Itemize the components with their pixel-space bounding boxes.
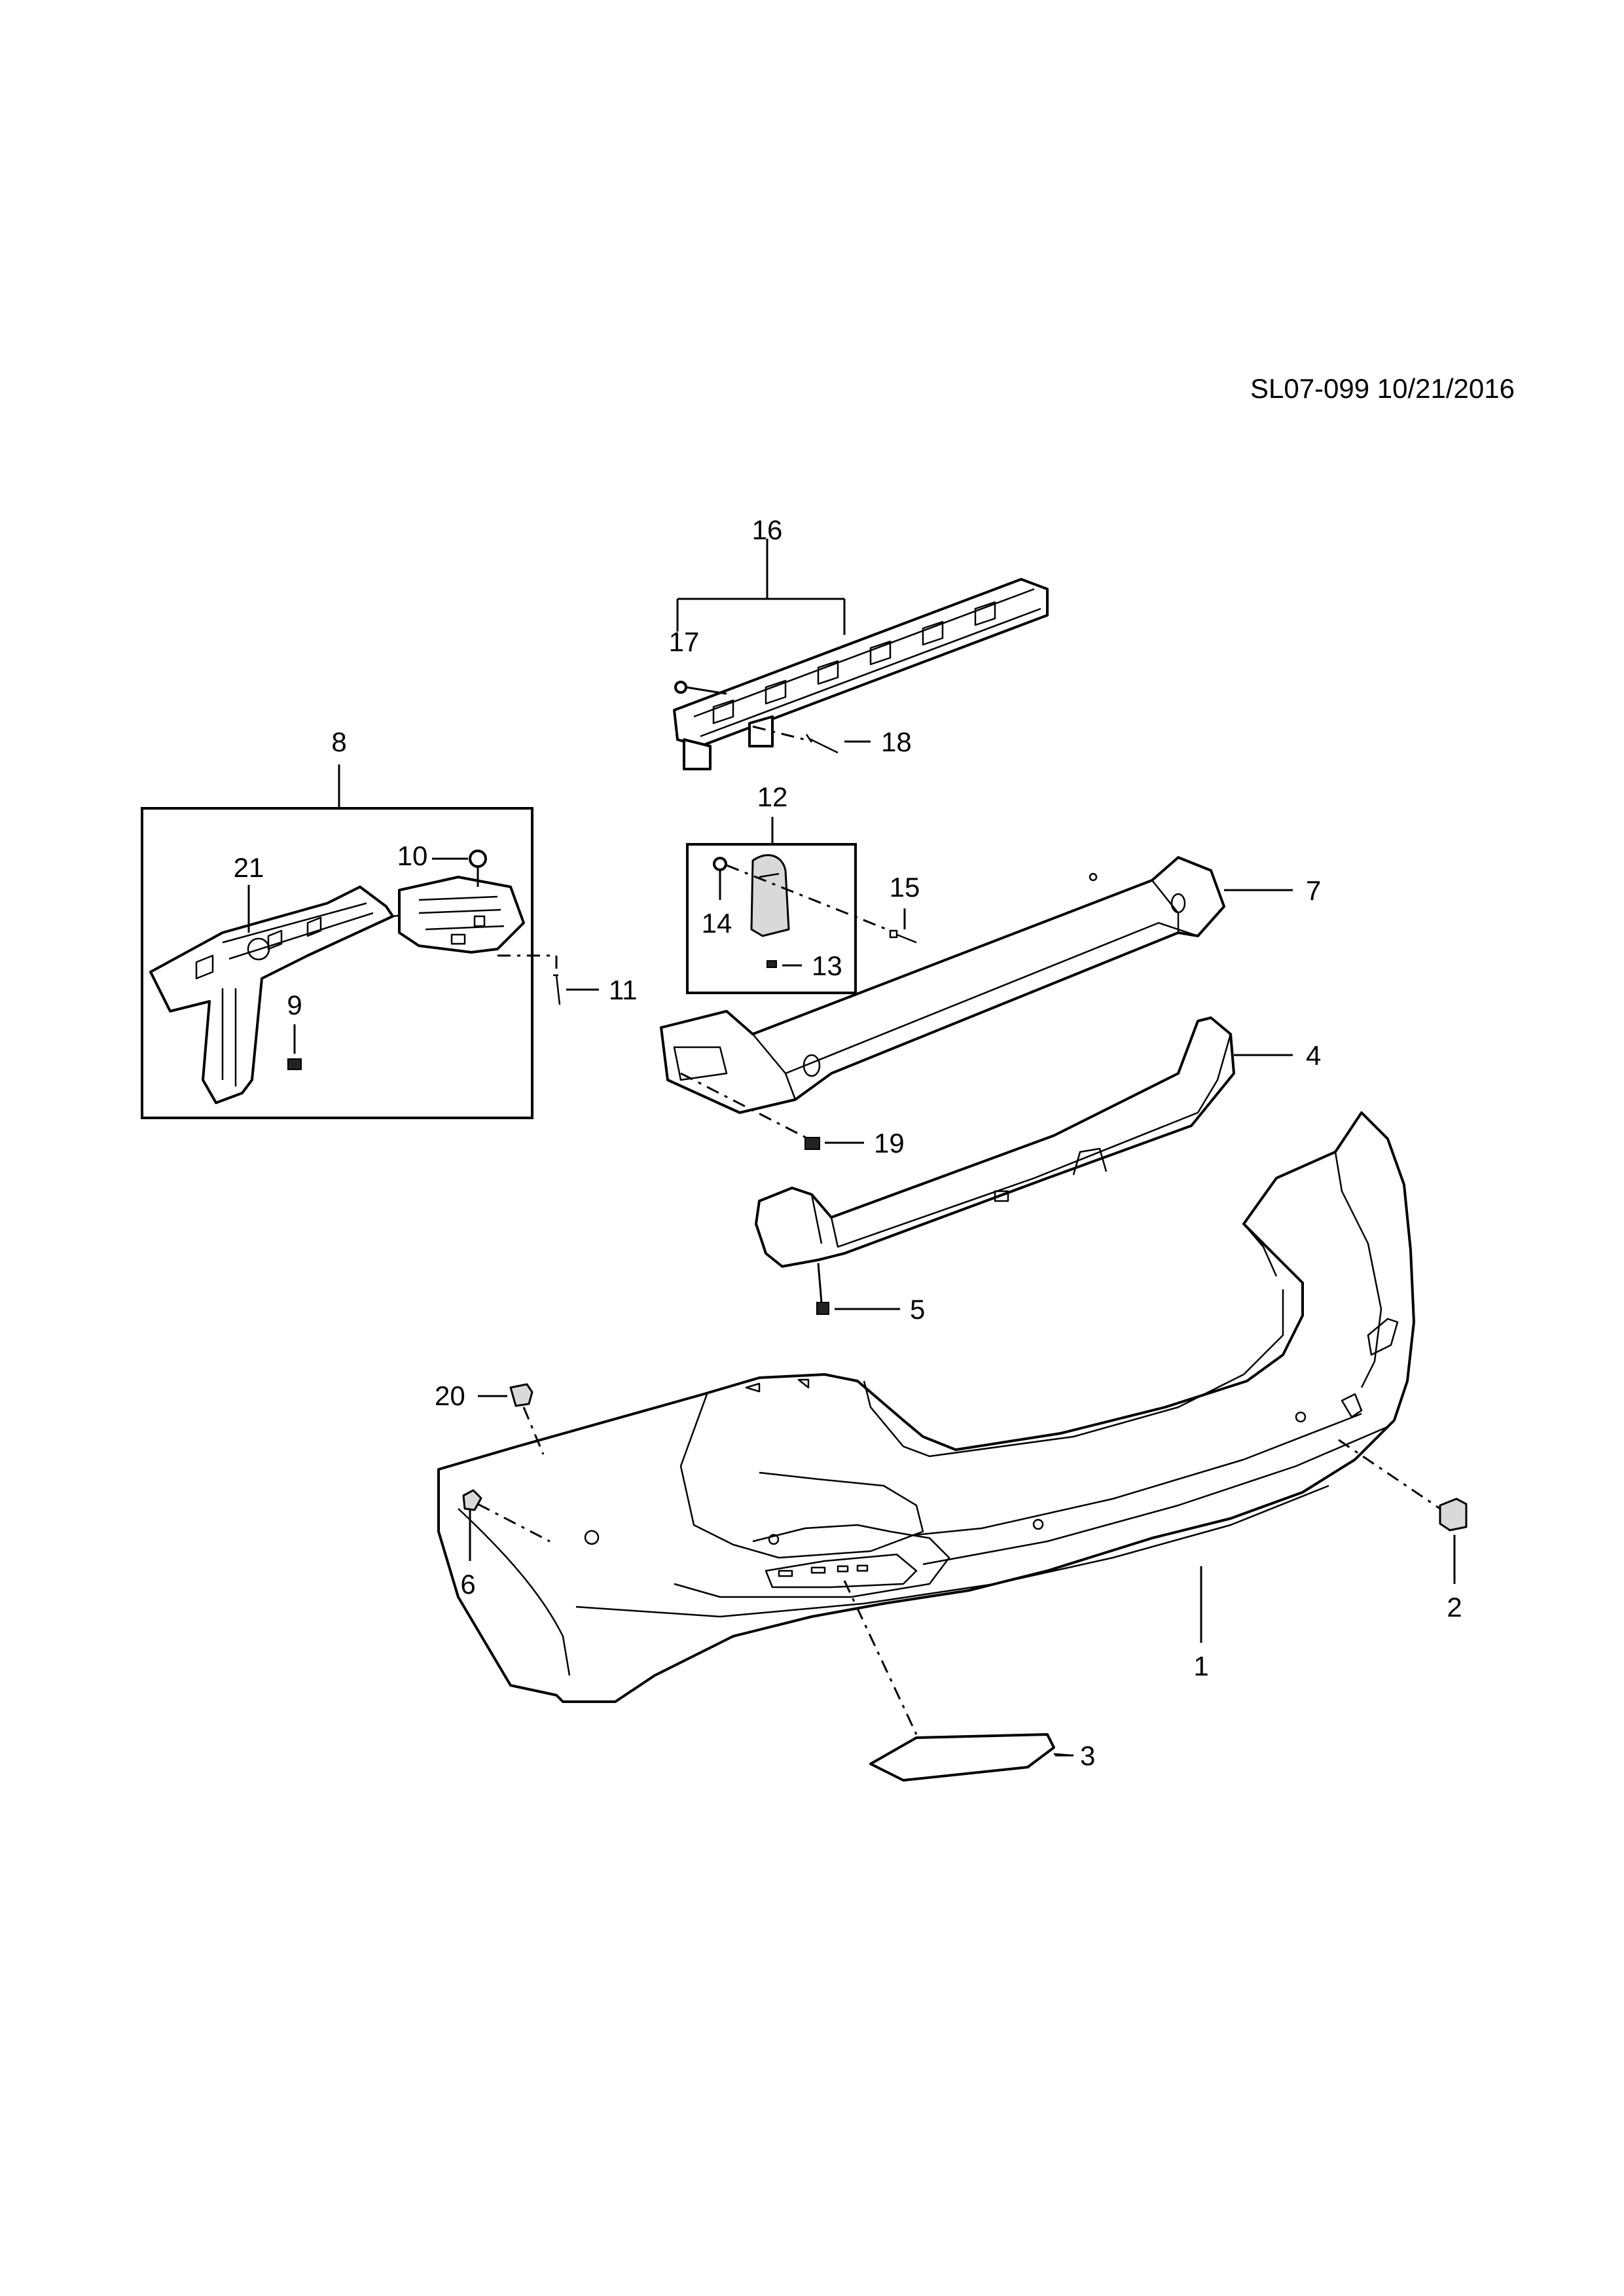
box-8: [141, 807, 533, 1119]
callout-9: 9: [287, 990, 302, 1020]
part-1-bumper-fascia[interactable]: [437, 1111, 1415, 1703]
part-13-nut[interactable]: [767, 960, 777, 968]
part-9-nut[interactable]: [287, 1058, 302, 1070]
part-20-clip[interactable]: [509, 1383, 533, 1407]
callout-18: 18: [881, 726, 912, 757]
callout-17: 17: [669, 626, 700, 657]
callout-20: 20: [435, 1380, 465, 1411]
part-4-energy-absorber[interactable]: [755, 1016, 1235, 1268]
callout-1: 1: [1193, 1651, 1208, 1681]
callout-2: 2: [1447, 1592, 1462, 1623]
callout-15: 15: [890, 872, 920, 903]
part-3-reflector[interactable]: [869, 1733, 1055, 1782]
part-12-bumper-guide[interactable]: [750, 854, 790, 937]
part-2-cover[interactable]: [1439, 1498, 1468, 1532]
callout-10: 10: [397, 840, 428, 871]
callout-14: 14: [702, 908, 732, 939]
part-10-clip[interactable]: [469, 850, 487, 868]
callout-19: 19: [874, 1128, 905, 1158]
part-14-clip[interactable]: [713, 857, 727, 871]
callout-13: 13: [812, 950, 842, 981]
callout-7: 7: [1306, 875, 1321, 906]
callout-5: 5: [910, 1294, 925, 1325]
leader-16: [676, 539, 846, 635]
part-11-screw[interactable]: [553, 974, 561, 1005]
callout-11: 11: [609, 975, 638, 1005]
part-19-nut[interactable]: [804, 1137, 820, 1150]
box-12: [686, 843, 857, 994]
part-15-screw[interactable]: [889, 929, 917, 944]
callout-6: 6: [460, 1569, 475, 1600]
part-21-bracket[interactable]: [149, 886, 420, 1104]
part-16-absorber-strip[interactable]: [673, 578, 1049, 770]
drawing-code: SL07-099 10/21/2016: [1250, 373, 1515, 404]
part-5-push-pin[interactable]: [816, 1302, 829, 1315]
callout-8: 8: [331, 726, 346, 757]
callout-12: 12: [757, 781, 788, 812]
part-17-clip[interactable]: [674, 681, 687, 694]
callout-4: 4: [1306, 1040, 1321, 1071]
callout-16: 16: [752, 514, 783, 545]
part-8-mount-bracket[interactable]: [398, 876, 525, 954]
callout-21: 21: [234, 852, 264, 883]
callout-3: 3: [1080, 1740, 1095, 1771]
part-18-screw[interactable]: [805, 734, 839, 754]
part-7-reinforcement[interactable]: [660, 856, 1225, 1114]
